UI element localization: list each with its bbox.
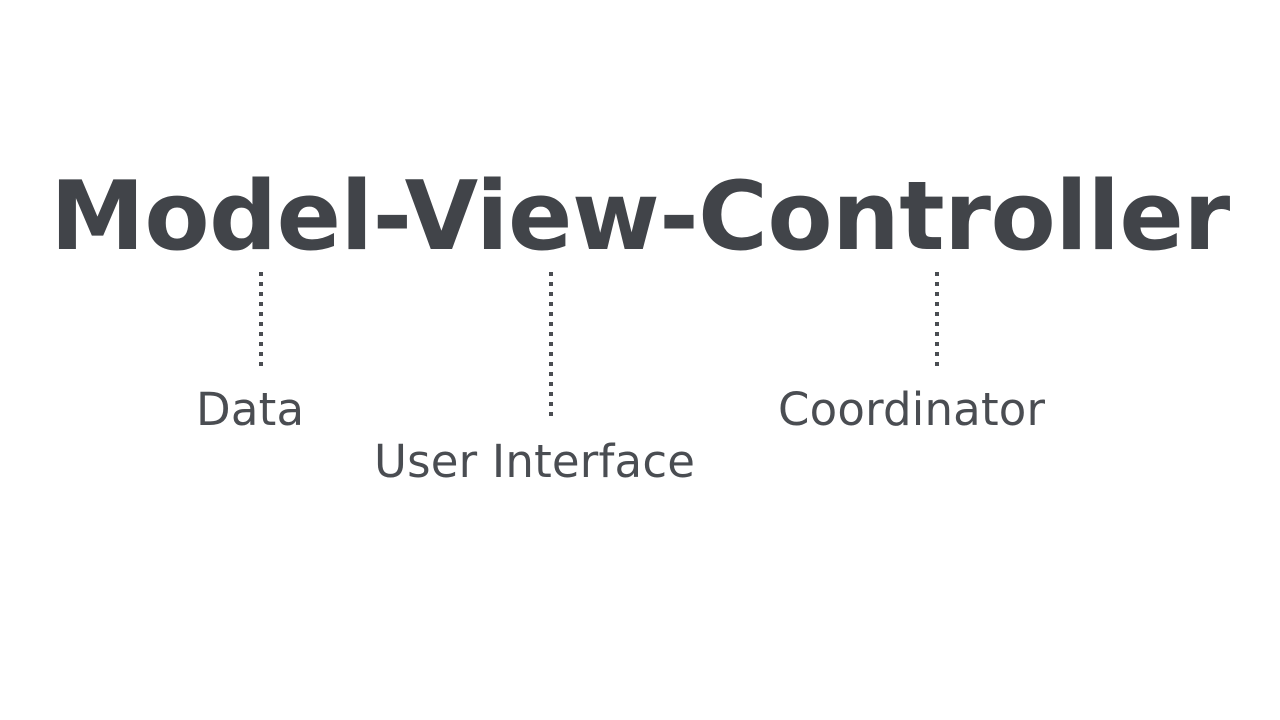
connector-line-model <box>259 272 263 366</box>
connector-line-view <box>549 272 553 419</box>
slide-title: Model-View-Controller <box>50 162 1230 272</box>
label-view-user-interface: User Interface <box>374 435 696 488</box>
label-controller-coordinator: Coordinator <box>778 383 1046 436</box>
label-model-data: Data <box>196 383 305 436</box>
connector-line-controller <box>935 272 939 366</box>
